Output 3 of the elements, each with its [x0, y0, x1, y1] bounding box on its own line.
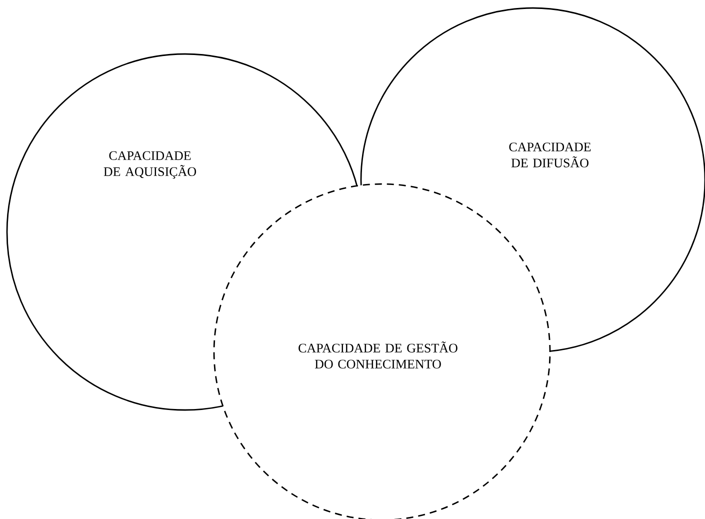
circle-label: CAPACIDADE DE GESTÃO DO CONHECIMENTO	[298, 341, 458, 368]
circle-label: CAPACIDADE DE DIFUSÃO	[509, 142, 591, 168]
circle-label: CAPACIDADE DE AQUISIÇÃO	[104, 151, 196, 179]
